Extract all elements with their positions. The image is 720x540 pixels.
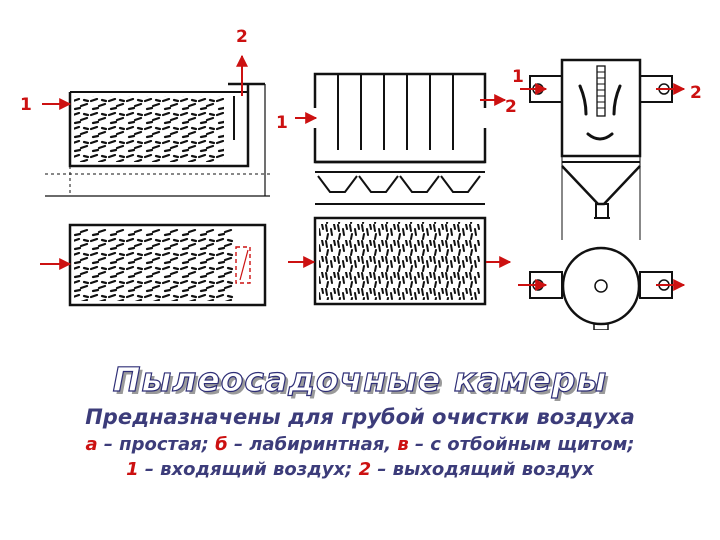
baffle-shield — [596, 65, 606, 117]
legend-line-flows: 1 – входящий воздух; 2 – выходящий возду… — [0, 459, 720, 480]
legend-key-1: 1 — [126, 459, 139, 480]
hoppers-b — [315, 171, 485, 193]
legend-desc-2: – выходящий воздух — [371, 459, 594, 480]
dust-swirl-a-top — [74, 96, 224, 162]
label-b-out-2: 2 — [505, 97, 517, 117]
label-a-in: 1 — [20, 95, 32, 115]
legend-line-types: а – простая; б – лабиринтная, в – с отбо… — [0, 434, 720, 455]
legend-desc-a: – простая; — [97, 434, 216, 455]
label-b-in: 1 — [276, 113, 288, 133]
label-c-out: 2 — [690, 83, 702, 103]
dust-labyrinth-b — [319, 222, 481, 300]
dust-flow-a-bottom — [74, 229, 234, 301]
legend-desc-c: – с отбойным щитом; — [408, 434, 635, 455]
chamber-a: 2 1 а — [20, 27, 270, 307]
round-section-c — [561, 246, 641, 326]
dust-chamber-diagram: 2 1 а 1 1 2 б — [20, 27, 702, 330]
legend-key-2: 2 — [358, 459, 372, 480]
chamber-b: 1 1 2 б — [276, 67, 524, 306]
legend-desc-b: – лабиринтная, — [227, 434, 398, 455]
legend-key-a: а — [85, 434, 98, 455]
label-a-out: 2 — [236, 27, 248, 47]
page-title: Пылеосадочные камеры — [112, 359, 608, 399]
chamber-c: 2 в — [518, 58, 702, 330]
legend-key-b: б — [215, 434, 228, 455]
legend-key-c: в — [397, 434, 409, 455]
page-subtitle: Предназначены для грубой очистки воздуха — [85, 405, 635, 429]
label-b-out-1: 1 — [512, 67, 524, 87]
legend-desc-1: – входящий воздух; — [138, 459, 359, 480]
